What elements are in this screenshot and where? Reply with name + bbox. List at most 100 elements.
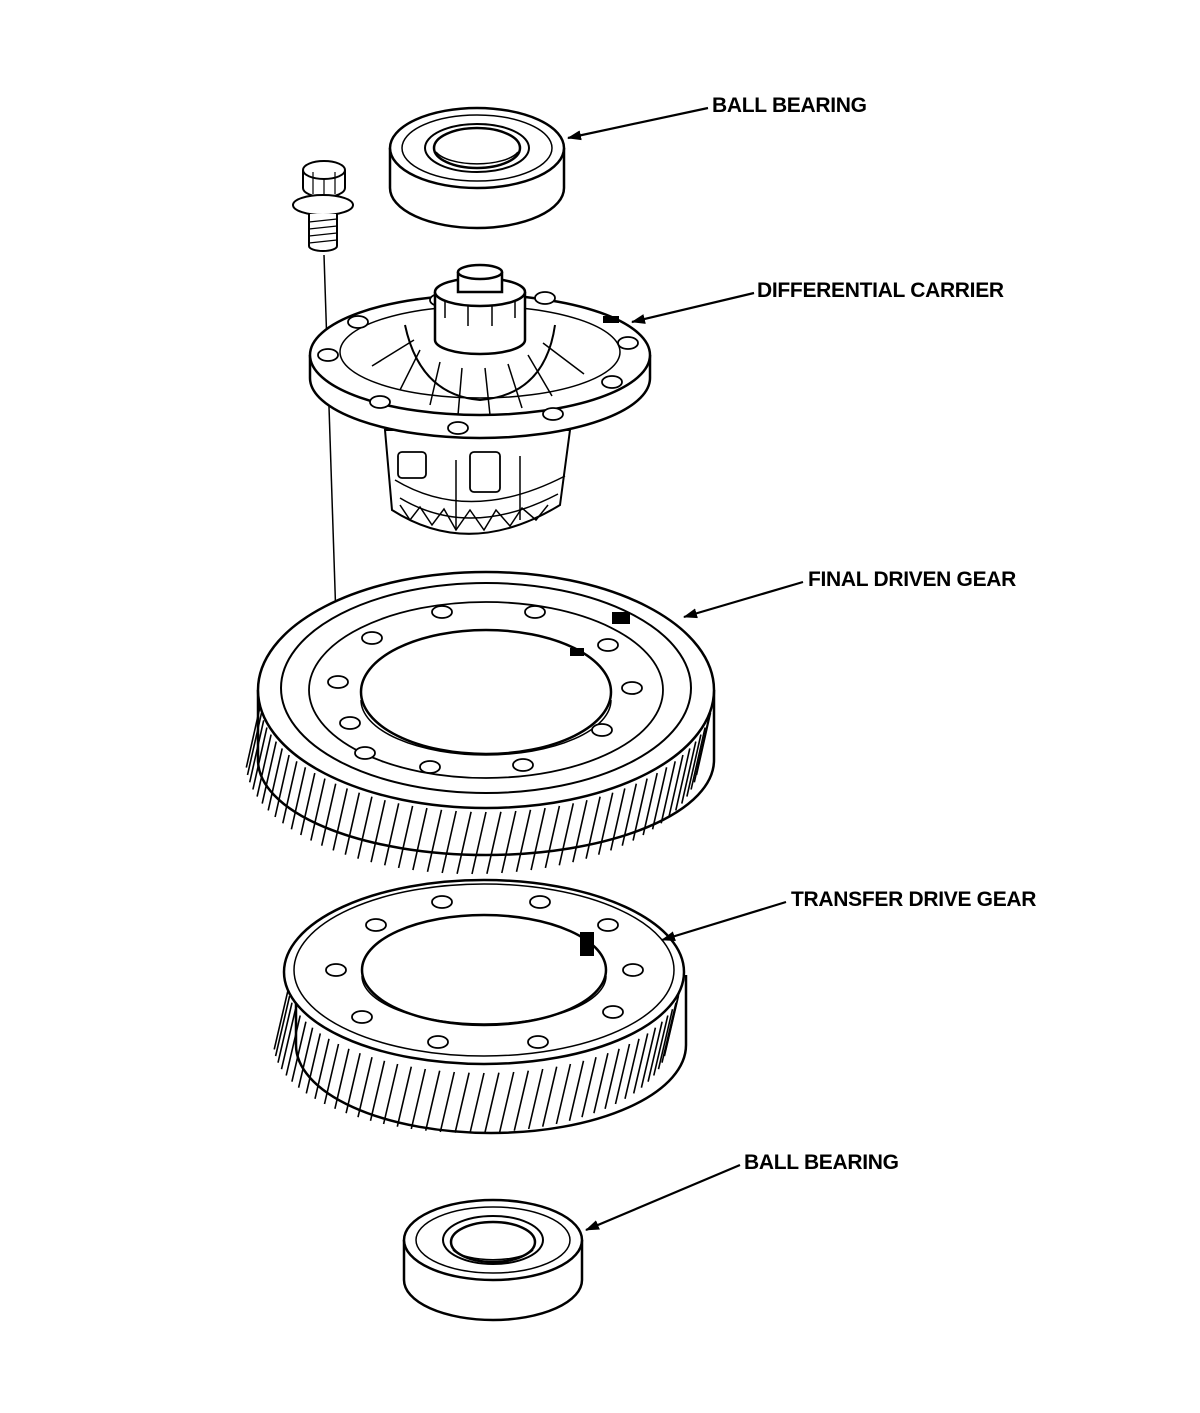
gear-tooth-line <box>345 1053 361 1114</box>
label-transfer-drive-gear: TRANSFER DRIVE GEAR <box>791 888 1037 911</box>
gear-tooth-line <box>369 1060 386 1121</box>
gear-tooth-line <box>597 792 614 855</box>
transfer-drive-gear <box>273 878 688 1135</box>
gear-tooth-line <box>246 712 263 776</box>
gear-tooth-line <box>568 1060 585 1121</box>
leader-differential-carrier <box>631 291 755 324</box>
label-differential-carrier: DIFFERENTIAL CARRIER <box>757 279 1004 302</box>
gear-tooth-line <box>383 803 400 866</box>
gear-tooth-line <box>314 1038 330 1099</box>
gear-tooth-line <box>305 1033 322 1094</box>
gear-tooth-line <box>498 1071 515 1133</box>
gear-tooth-line <box>651 767 668 830</box>
gear-tooth-line <box>310 778 326 841</box>
gear-tooth-line <box>382 1063 399 1125</box>
gear-tooth-line <box>544 805 561 869</box>
gear-tooth-line <box>410 1068 427 1130</box>
gear-tooth-line <box>541 1066 558 1127</box>
gear-tooth-line <box>513 1070 530 1131</box>
gear-tooth-line <box>610 788 626 851</box>
gear-tooth-line <box>632 778 648 841</box>
gear-tooth-line <box>484 1072 500 1133</box>
gear-tooth-line <box>530 807 546 871</box>
gear-tooth-line <box>572 800 588 863</box>
gear-tooth-line <box>282 761 298 824</box>
gear-tooth-line <box>555 1063 572 1125</box>
ball-bearing-bottom <box>402 1198 584 1322</box>
gear-tooth-line <box>486 811 502 874</box>
gear-tooth-line <box>469 1072 485 1134</box>
gear-tooth-line <box>668 754 684 818</box>
gear-tooth-line <box>663 995 680 1057</box>
gear-tooth-line <box>581 1057 597 1118</box>
final-driven-gear-bolt-holes <box>327 605 643 774</box>
gear-tooth-line <box>273 989 289 1050</box>
leader-transfer-drive-gear <box>661 900 787 942</box>
gear-tooth-line <box>515 809 532 872</box>
gear-tooth-line <box>501 810 517 874</box>
gear-tooth-line <box>252 727 268 790</box>
gear-tooth-line <box>274 995 291 1057</box>
gear-tooth-line <box>277 1002 293 1063</box>
gear-tooth-line <box>280 1009 297 1070</box>
gear-tooth-line <box>647 1021 663 1082</box>
leader-ball-bearing-top <box>567 106 709 141</box>
gear-tooth-line <box>657 1009 674 1070</box>
gear-tooth-line <box>441 810 457 874</box>
gear-tooth-line <box>245 705 262 768</box>
flange-bolt <box>292 160 354 681</box>
gear-tooth-line <box>320 783 337 846</box>
gear-tooth-line <box>424 1070 441 1131</box>
gear-tooth-line <box>693 720 710 783</box>
gear-tooth-line <box>660 761 676 824</box>
gear-tooth-line <box>300 772 316 836</box>
gear-tooth-line <box>439 1071 456 1133</box>
gear-tooth-line <box>593 1053 609 1114</box>
gear-tooth-line <box>297 1027 314 1088</box>
gear-tooth-line <box>558 803 575 866</box>
gear-tooth-line <box>681 741 697 804</box>
gear-tooth-line <box>686 734 702 797</box>
gear-tooth-line <box>585 796 601 859</box>
gear-tooth-line <box>357 796 373 859</box>
gear-tooth-line <box>614 1043 631 1105</box>
gear-tooth-line <box>291 1021 307 1082</box>
gear-tooth-line <box>632 1033 649 1094</box>
gear-tooth-line <box>454 1072 470 1133</box>
label-ball-bearing-bottom: BALL BEARING <box>744 1151 899 1174</box>
gear-tooth-line <box>624 1038 640 1099</box>
leader-ball-bearing-bottom <box>585 1163 741 1232</box>
gear-tooth-line <box>396 1066 413 1127</box>
gear-tooth-line <box>640 1027 657 1088</box>
gear-tooth-line <box>344 792 361 855</box>
gear-tooth-line <box>690 727 706 790</box>
gear-tooth-line <box>332 788 348 851</box>
gear-tooth-line <box>357 1057 373 1118</box>
gear-tooth-line <box>471 811 487 875</box>
gear-tooth-line <box>248 720 265 783</box>
gear-tooth-line <box>661 1002 677 1063</box>
differential-carrier <box>308 263 652 535</box>
leader-lines <box>567 106 804 1232</box>
gear-tooth-line <box>370 800 386 863</box>
gear-tooth-line <box>274 754 290 818</box>
gear-tooth-line <box>323 1043 340 1105</box>
gear-tooth-line <box>527 1068 544 1130</box>
gear-tooth-line <box>621 783 638 846</box>
transfer-drive-gear-bolt-holes <box>325 895 644 1049</box>
gear-tooth-line <box>675 748 691 811</box>
gear-tooth-line <box>456 811 472 874</box>
gear-tooth-line <box>290 767 307 830</box>
label-final-driven-gear: FINAL DRIVEN GEAR <box>808 568 1017 591</box>
gear-tooth-line <box>267 748 283 811</box>
gear-tooth-line <box>653 1015 669 1076</box>
gear-tooth-line <box>604 1048 620 1109</box>
gear-tooth-line <box>397 805 414 869</box>
leader-final-driven-gear <box>683 580 804 619</box>
final-driven-gear <box>245 570 716 875</box>
gear-tooth-line <box>261 741 277 804</box>
gear-tooth-line <box>285 1015 301 1076</box>
gear-tooth-line <box>426 809 443 872</box>
